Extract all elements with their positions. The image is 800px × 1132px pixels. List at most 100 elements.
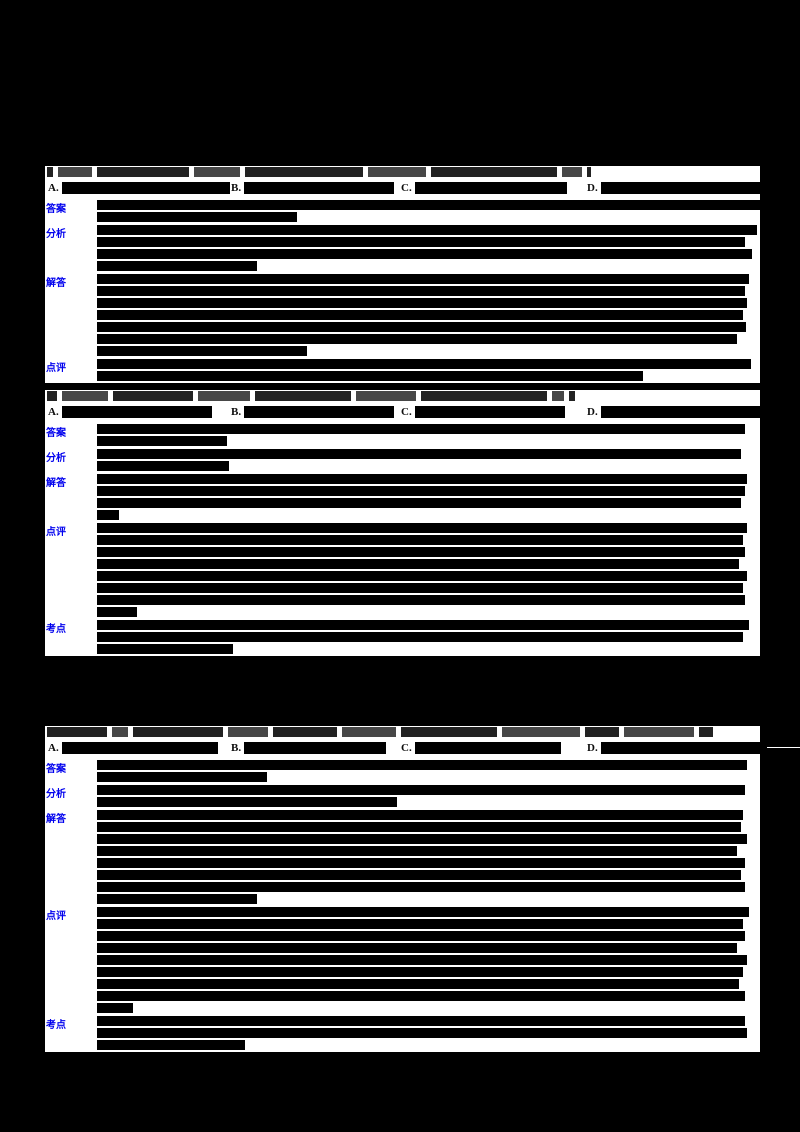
option-b[interactable]: B. (231, 738, 387, 758)
row-label: 点评 (46, 911, 66, 923)
question-stem (45, 166, 760, 178)
redacted-text (699, 727, 713, 737)
option-d[interactable]: D. (587, 178, 761, 198)
content-line (95, 869, 759, 881)
redacted-text (97, 1003, 133, 1013)
option-text-redacted (600, 742, 767, 754)
option-row: A. B. C. D. (45, 178, 761, 198)
content-line (95, 497, 759, 509)
redacted-text (273, 727, 337, 737)
table-row: 答案 (45, 198, 777, 224)
redacted-text (97, 955, 747, 965)
redacted-text (97, 498, 741, 508)
content-line (95, 845, 759, 857)
option-d[interactable]: D. (587, 402, 763, 422)
table-row: 答案 (45, 758, 760, 784)
row-label-cell: 分析 (45, 783, 95, 809)
content-line (95, 857, 759, 869)
option-letter: C. (401, 182, 412, 194)
redacted-text (97, 931, 745, 941)
redacted-text (97, 424, 745, 434)
content-line (95, 796, 759, 808)
redacted-text (585, 727, 619, 737)
row-label-cell: 答案 (45, 422, 95, 448)
content-line (95, 321, 759, 333)
content-line (95, 784, 759, 796)
content-line (95, 582, 759, 594)
table-row: 点评 (45, 357, 760, 383)
redacted-text (97, 212, 297, 222)
content-line (95, 759, 759, 771)
redacted-text (228, 727, 268, 737)
row-content-cell (94, 447, 760, 473)
content-line (95, 211, 759, 223)
option-b[interactable]: B. (231, 178, 395, 198)
row-label: 解答 (46, 278, 66, 290)
option-a[interactable]: A. (48, 738, 218, 758)
redacted-text (194, 167, 240, 177)
option-letter: D. (587, 742, 598, 754)
content-line (95, 297, 759, 309)
content-line (95, 1015, 759, 1027)
redacted-text (97, 559, 739, 569)
content-line (95, 1039, 759, 1051)
table-row: 点评 (45, 905, 760, 1015)
option-letter: A. (48, 182, 59, 194)
redacted-text (97, 523, 747, 533)
row-content-cell (94, 422, 760, 448)
content-line (95, 358, 759, 370)
row-label: 点评 (46, 527, 66, 539)
content-line (95, 485, 759, 497)
row-content-cell (94, 357, 760, 383)
option-c[interactable]: C. (401, 402, 565, 422)
option-text-redacted (414, 406, 565, 418)
redacted-text (97, 620, 749, 630)
content-line (95, 460, 759, 472)
row-label: 答案 (46, 764, 66, 776)
redacted-text (97, 310, 743, 320)
redacted-text (97, 1028, 747, 1038)
redacted-text (368, 167, 426, 177)
row-label: 解答 (46, 478, 66, 490)
table-row: 点评 (45, 521, 760, 619)
option-c[interactable]: C. (401, 738, 561, 758)
option-a[interactable]: A. (48, 402, 212, 422)
option-a[interactable]: A. (48, 178, 230, 198)
redacted-text (97, 461, 229, 471)
row-label: 分析 (46, 453, 66, 465)
redacted-text (97, 810, 743, 820)
row-label-cell: 答案 (45, 758, 95, 784)
content-line (95, 954, 759, 966)
content-line (95, 906, 759, 918)
redacted-text (97, 607, 137, 617)
redacted-text (97, 322, 746, 332)
option-text-redacted (61, 182, 230, 194)
content-line (95, 558, 759, 570)
table-row: 分析 (45, 223, 760, 273)
row-label: 答案 (46, 428, 66, 440)
content-line (95, 570, 759, 582)
row-content-cell (94, 198, 777, 224)
redacted-text (97, 274, 749, 284)
content-line (95, 631, 759, 643)
option-b[interactable]: B. (231, 402, 395, 422)
redacted-text (97, 436, 227, 446)
option-row: A. B. C. D. (45, 738, 767, 758)
redacted-text (97, 870, 741, 880)
redacted-text (97, 334, 737, 344)
redacted-text (97, 510, 119, 520)
question-stem (45, 390, 760, 402)
redacted-text (97, 286, 745, 296)
redacted-text (342, 727, 396, 737)
option-c[interactable]: C. (401, 178, 567, 198)
redacted-text (97, 249, 752, 259)
content-line (95, 966, 759, 978)
question-stem (45, 726, 760, 738)
redacted-text (569, 391, 575, 401)
option-letter: A. (48, 406, 59, 418)
option-d[interactable]: D. (587, 738, 767, 758)
option-text-redacted (600, 182, 761, 194)
option-letter: B. (231, 182, 242, 194)
row-label: 点评 (46, 363, 66, 375)
row-content-cell (94, 223, 760, 273)
